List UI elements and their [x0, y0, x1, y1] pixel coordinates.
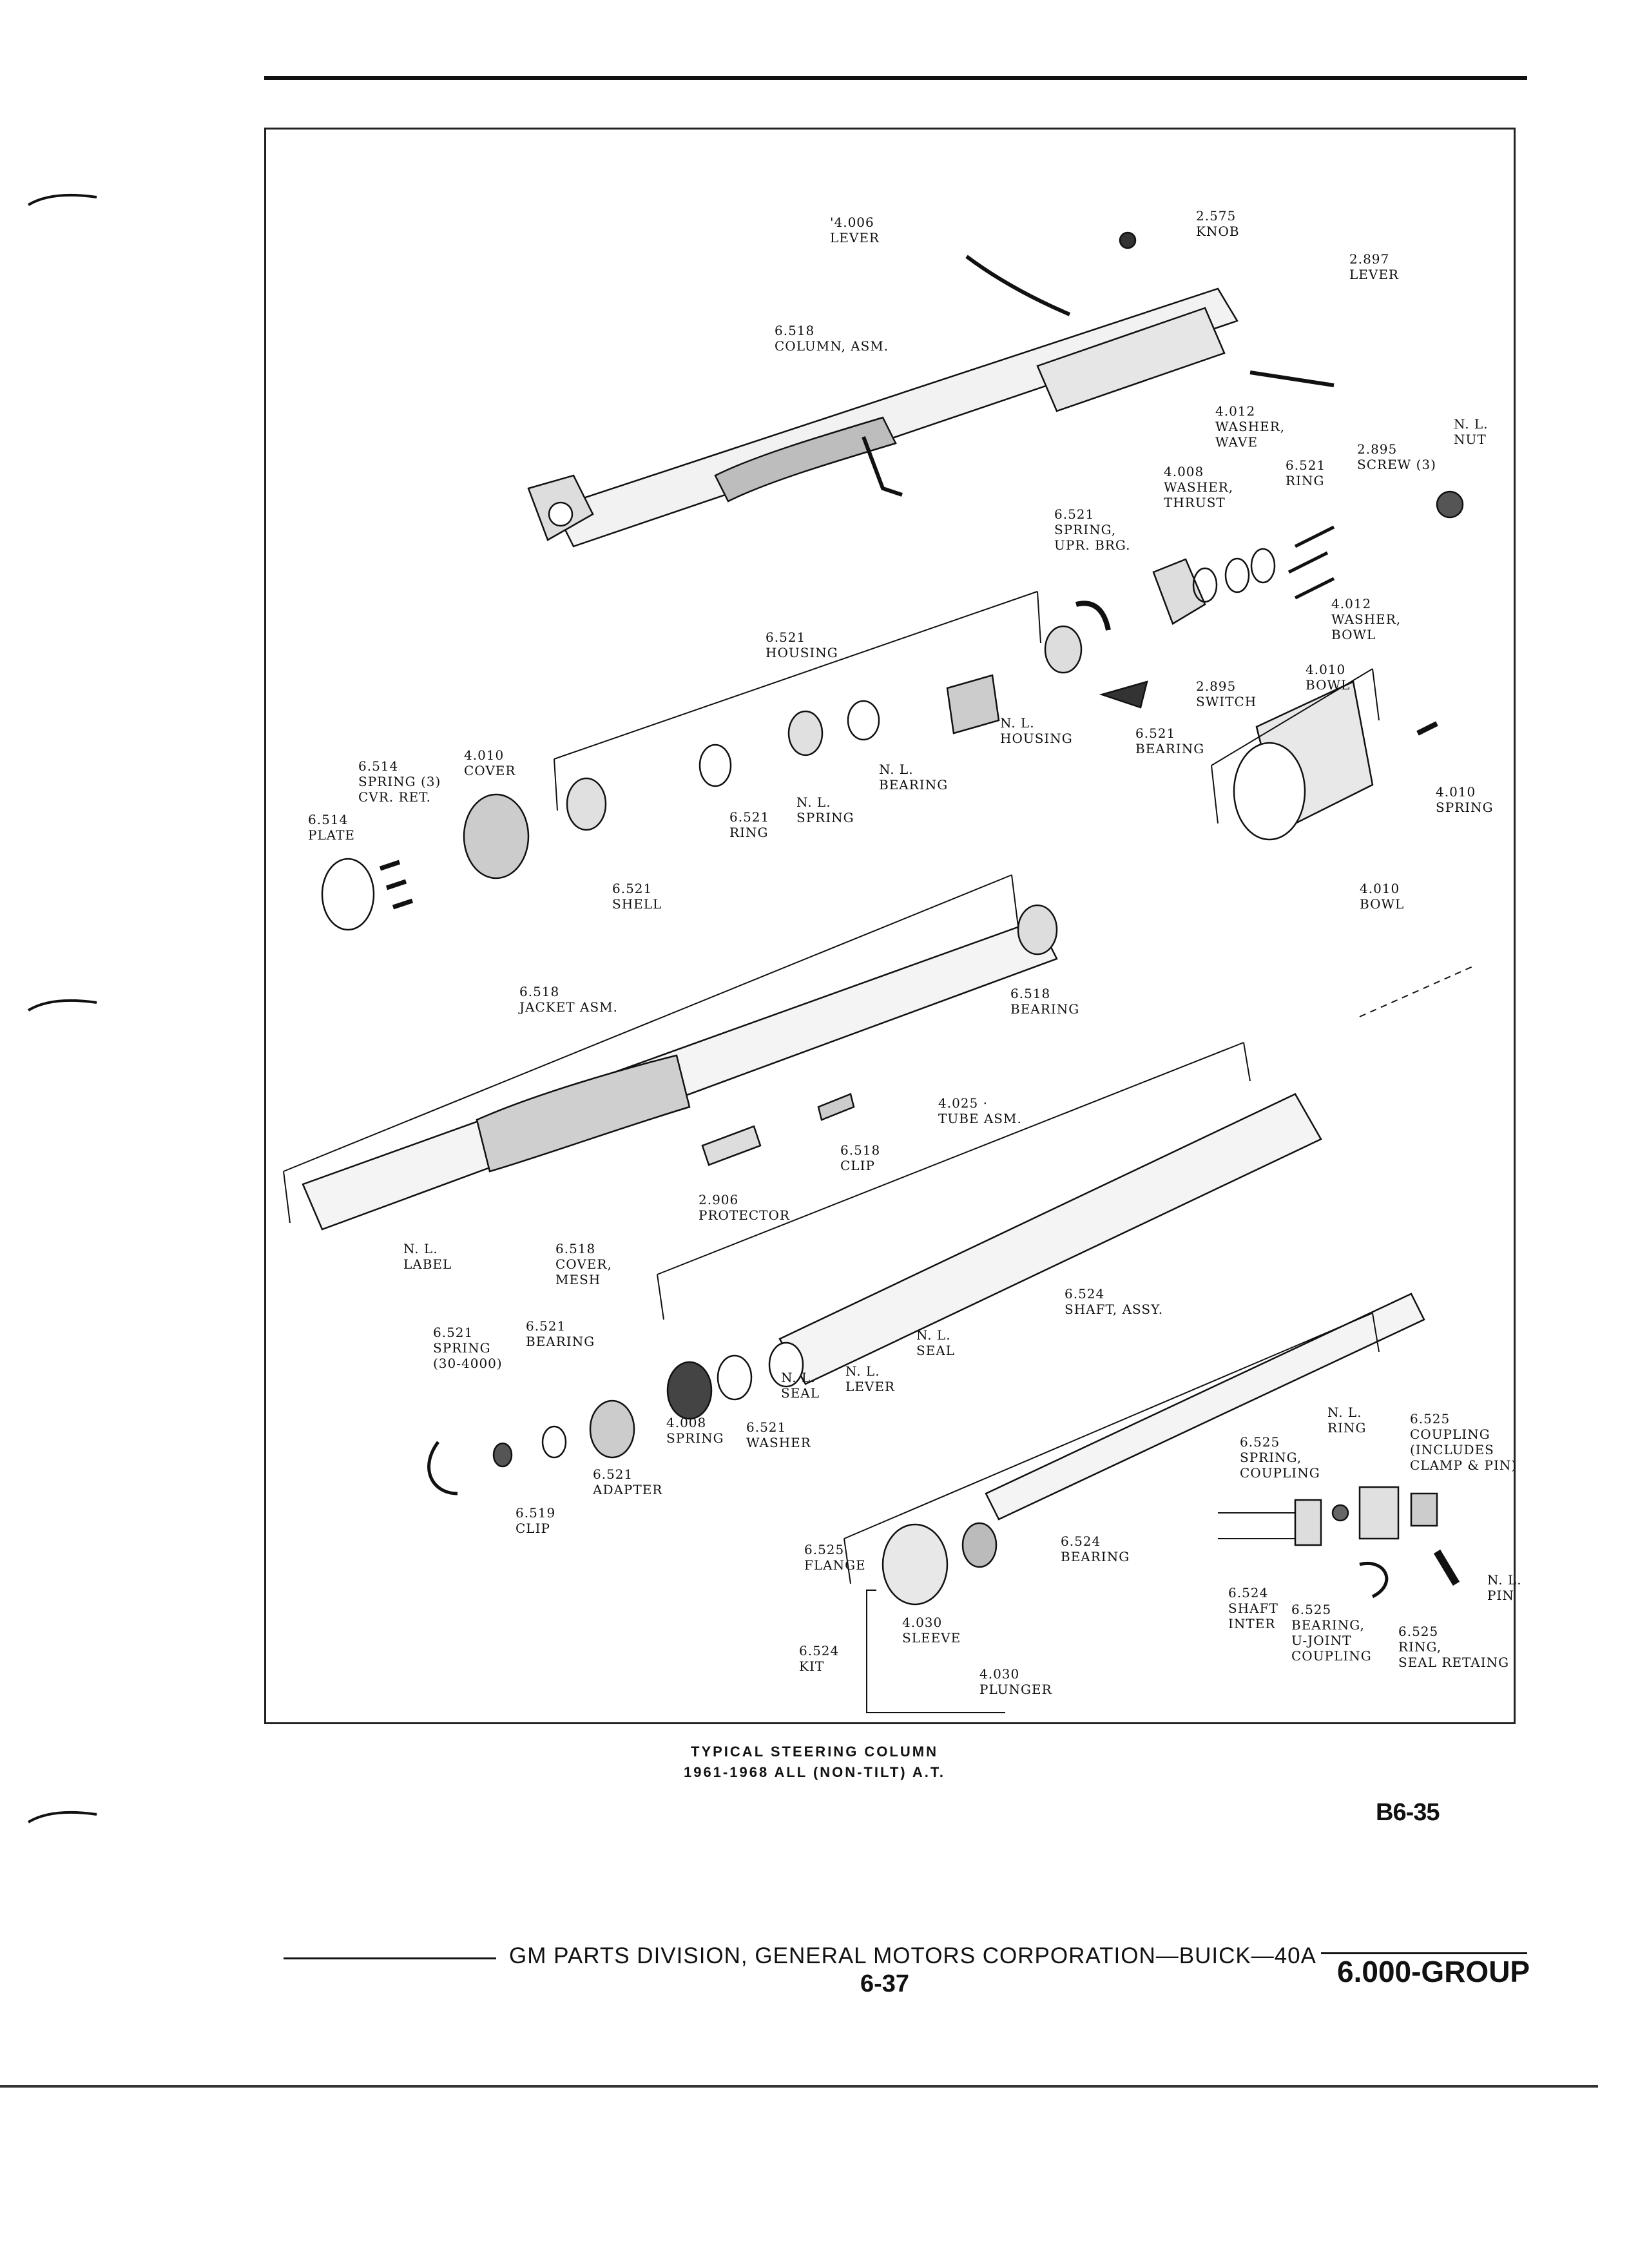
- callout-pin-nl: N. L.PIN: [1487, 1572, 1522, 1603]
- bowl-part: [1211, 668, 1438, 841]
- kit-bracket: [866, 1590, 1005, 1713]
- footer-page-number: 6-37: [860, 1970, 910, 1997]
- tube-assembly-part: [657, 965, 1476, 1388]
- top-rule: [264, 76, 1527, 80]
- binder-hole-mark: [26, 1811, 103, 1823]
- binder-hole-mark: [26, 999, 103, 1012]
- housing-group-parts: [554, 591, 1148, 831]
- footer-rule-right: [1321, 1952, 1527, 1954]
- callout-tube-asm-4025: 4.025 ·TUBE ASM.: [938, 1095, 1022, 1126]
- binder-hole-mark: [26, 193, 103, 206]
- callout-label-nl: N. L.LABEL: [403, 1241, 452, 1272]
- figure-caption-title: TYPICAL STEERING COLUMN: [691, 1744, 938, 1760]
- shift-lever-part: [1249, 370, 1335, 387]
- callout-seal-nl-lower: N. L.SEAL: [781, 1370, 820, 1401]
- steering-shaft-part: [843, 1293, 1425, 1606]
- upper-bearing-stack: [1075, 490, 1464, 631]
- callout-housing-nl: N. L.HOUSING: [1000, 715, 1073, 746]
- knob-part: [1119, 231, 1137, 249]
- figure-page-id: B6-35: [1376, 1799, 1440, 1826]
- turn-signal-lever-part: [965, 255, 1071, 316]
- exploded-view-drawing: [283, 231, 1476, 1713]
- figure-caption-years: 1961-1968 ALL (NON-TILT) A.T.: [683, 1764, 946, 1780]
- diagram-frame: [264, 128, 1516, 1724]
- coupling-group-parts: [1218, 1486, 1460, 1599]
- callout-nut-nl: N. L.NUT: [1454, 416, 1489, 447]
- column-assembly-part: [527, 287, 1239, 548]
- callout-bearing-nl: N. L.BEARING: [879, 762, 949, 793]
- footer-publisher: GM PARTS DIVISION, GENERAL MOTORS CORPOR…: [509, 1943, 1316, 1968]
- callout-ring-nl: N. L.RING: [1327, 1405, 1367, 1436]
- callout-lever-nl: N. L.LEVER: [845, 1363, 895, 1394]
- cover-and-plate-parts: [321, 793, 530, 931]
- footer-group-label: 6.000-GROUP: [1337, 1955, 1530, 1988]
- bottom-rule: [0, 2085, 1598, 2088]
- callout-spring-nl: N. L.SPRING: [796, 794, 854, 825]
- callout-seal-nl-upper: N. L.SEAL: [916, 1327, 956, 1358]
- lower-spring-adapter-parts: [427, 1354, 753, 1495]
- footer-rule-left: [284, 1957, 496, 1959]
- jacket-assembly-part: [283, 874, 1058, 1231]
